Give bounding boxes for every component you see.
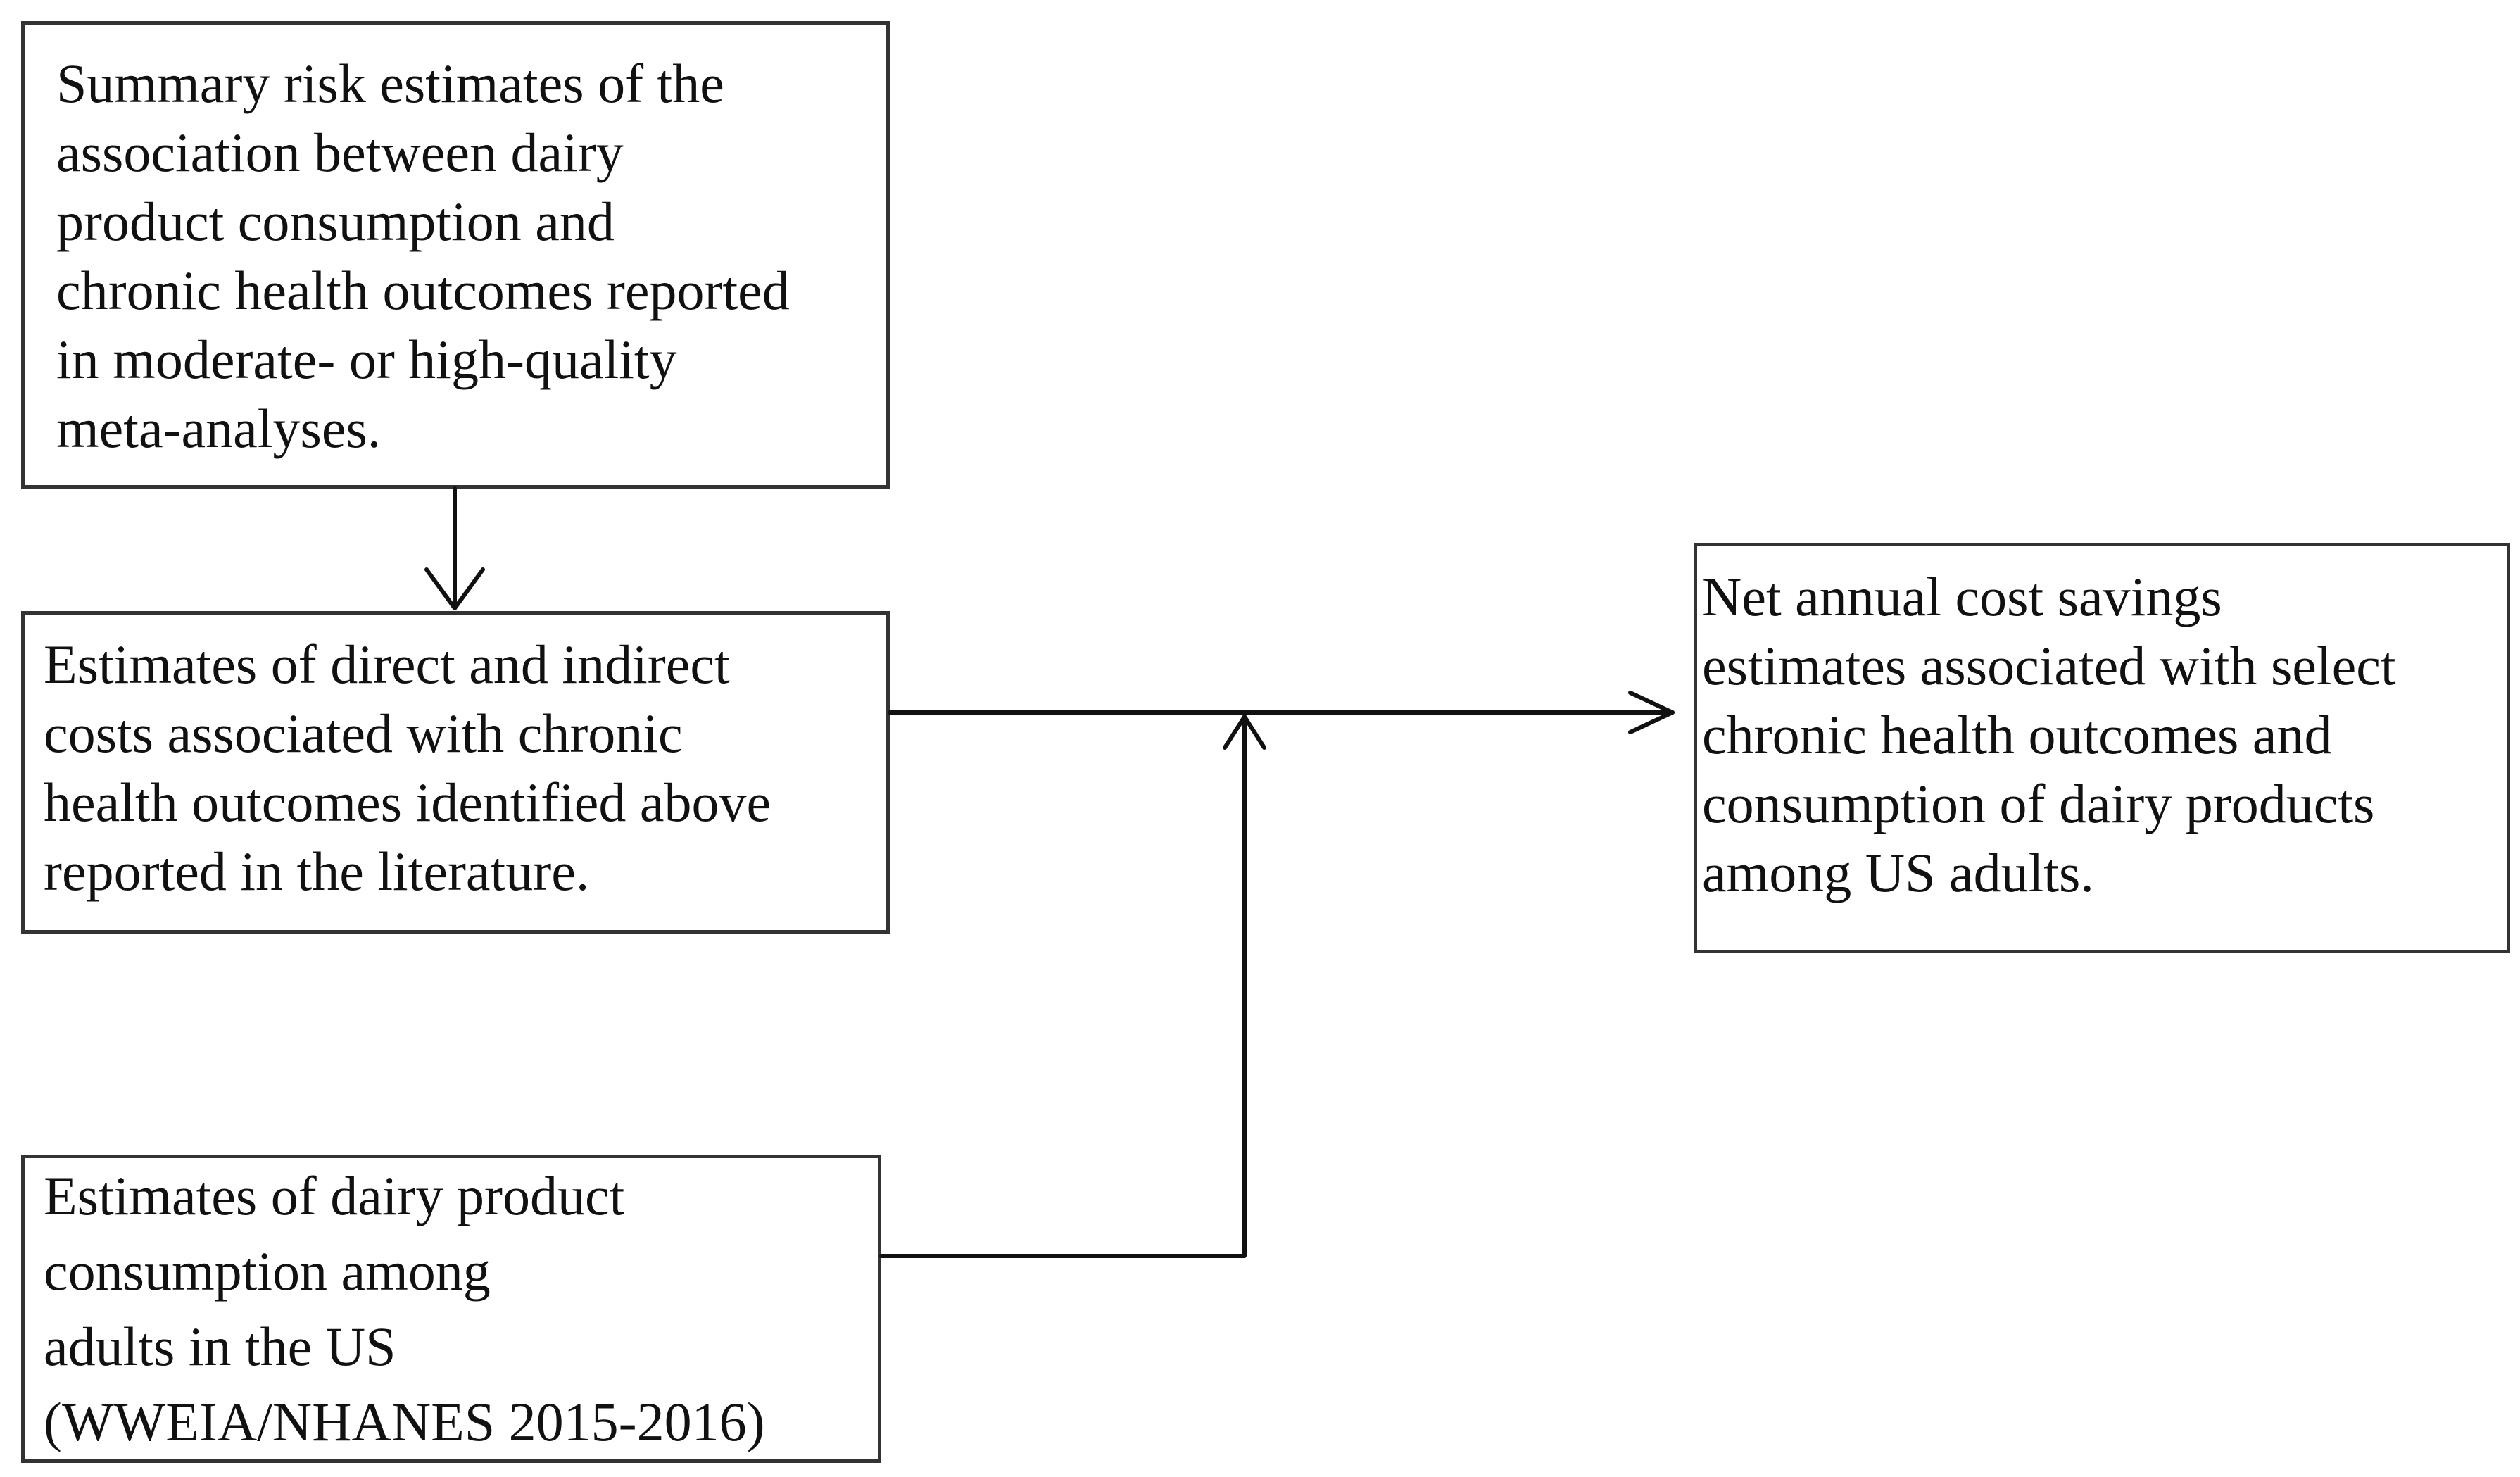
meta-analyses-line: meta-analyses. <box>56 398 382 459</box>
meta-analyses-line: chronic health outcomes reported <box>56 260 790 321</box>
costs-line: costs associated with chronic <box>44 703 683 764</box>
savings-line: consumption of dairy products <box>1702 773 2375 834</box>
costs-line: health outcomes identified above <box>44 772 771 833</box>
costs-to-savings-arrowhead <box>1628 691 1675 734</box>
consumption-line: Estimates of dairy product <box>44 1165 625 1226</box>
meta-analyses-text: Summary risk estimates of the associatio… <box>56 49 790 463</box>
meta-analyses-line: in moderate- or high-quality <box>56 329 677 390</box>
consumption-line: consumption among <box>44 1240 491 1302</box>
consumption-line: (WWEIA/NHANES 2015-2016) <box>44 1391 765 1452</box>
costs-line: reported in the literature. <box>44 841 590 902</box>
consumption-to-junction-connector <box>879 715 1247 1258</box>
consumption-box <box>21 1155 881 1463</box>
consumption-junction-arrowhead <box>1223 715 1266 750</box>
costs-text: Estimates of direct and indirect costs a… <box>44 630 771 906</box>
meta-analyses-line: association between dairy <box>56 122 624 183</box>
costs-line: Estimates of direct and indirect <box>44 634 730 695</box>
meta-analyses-box <box>21 21 890 489</box>
consumption-text: Estimates of dairy product consumption a… <box>44 1158 765 1459</box>
savings-line: among US adults. <box>1702 842 2094 903</box>
consumption-line: adults in the US <box>44 1316 396 1377</box>
savings-box <box>1694 543 2510 953</box>
savings-line: estimates associated with select <box>1702 635 2396 696</box>
savings-line: Net annual cost savings <box>1702 566 2222 627</box>
savings-text: Net annual cost savings estimates associ… <box>1702 562 2396 907</box>
meta-to-costs-arrowhead <box>424 567 485 610</box>
costs-box <box>21 611 890 934</box>
meta-analyses-line: product consumption and <box>56 191 615 252</box>
savings-line: chronic health outcomes and <box>1702 704 2332 765</box>
meta-analyses-line: Summary risk estimates of the <box>56 53 724 114</box>
